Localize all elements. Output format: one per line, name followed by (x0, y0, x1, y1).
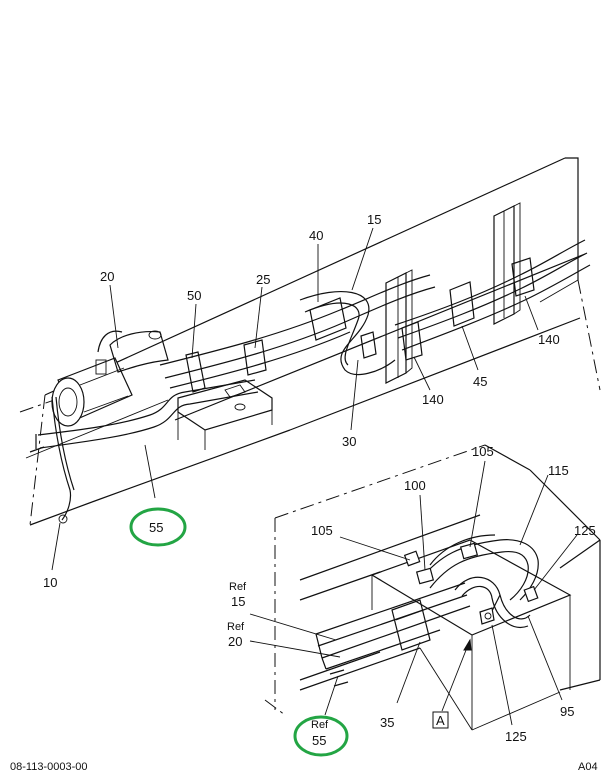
callout-115: 115 (548, 463, 569, 478)
callout-55-ref: 55 (312, 733, 326, 748)
hose-55-lower (329, 669, 349, 687)
callout-20-ref: 20 (228, 634, 242, 649)
callout-140-right: 140 (538, 332, 560, 347)
drawing-number: 08-113-0003-00 (10, 761, 87, 773)
callout-30: 30 (342, 434, 356, 449)
callout-25: 25 (256, 272, 270, 287)
tube-bundle-upper (159, 239, 591, 389)
ref-label-20: Ref (227, 621, 245, 633)
mounting-bracket (177, 379, 273, 450)
tube-bundle-lower (315, 582, 471, 670)
p-clips-upper (185, 257, 535, 393)
view-a-box (432, 711, 449, 729)
callout-105-left: 105 (311, 523, 333, 538)
highlight-circle-55-upper (129, 507, 187, 547)
ref-label-55: Ref (311, 719, 329, 731)
highlight-circle-55-lower (293, 715, 349, 757)
callout-55-top: 55 (149, 520, 163, 535)
callout-20-top: 20 (100, 269, 114, 284)
callout-95: 95 (560, 704, 574, 719)
view-a-label: A (436, 713, 445, 728)
callout-125-bottom: 125 (505, 729, 527, 744)
frame-rail-upper (19, 157, 601, 526)
callout-40: 40 (309, 228, 323, 243)
callout-100: 100 (404, 478, 426, 493)
callout-10: 10 (43, 575, 57, 590)
air-dryer-canister (51, 330, 169, 427)
line-10 (51, 396, 75, 524)
frame-rail-lower (264, 444, 601, 731)
callout-140-mid: 140 (422, 392, 444, 407)
callout-105-top: 105 (472, 444, 494, 459)
leader-lines (51, 227, 578, 726)
callout-15-ref: 15 (231, 594, 245, 609)
callout-125-right: 125 (574, 523, 596, 538)
sheet-number: A04 (578, 761, 598, 773)
hose-55-upper (35, 379, 259, 449)
callout-50: 50 (187, 288, 201, 303)
valve-manifold (403, 534, 539, 628)
ref-label-15: Ref (229, 581, 247, 593)
callout-45: 45 (473, 374, 487, 389)
callout-35: 35 (380, 715, 394, 730)
callout-labels: 20 50 25 40 15 140 140 45 30 55 10 105 1… (43, 212, 596, 748)
callout-15-top: 15 (367, 212, 381, 227)
